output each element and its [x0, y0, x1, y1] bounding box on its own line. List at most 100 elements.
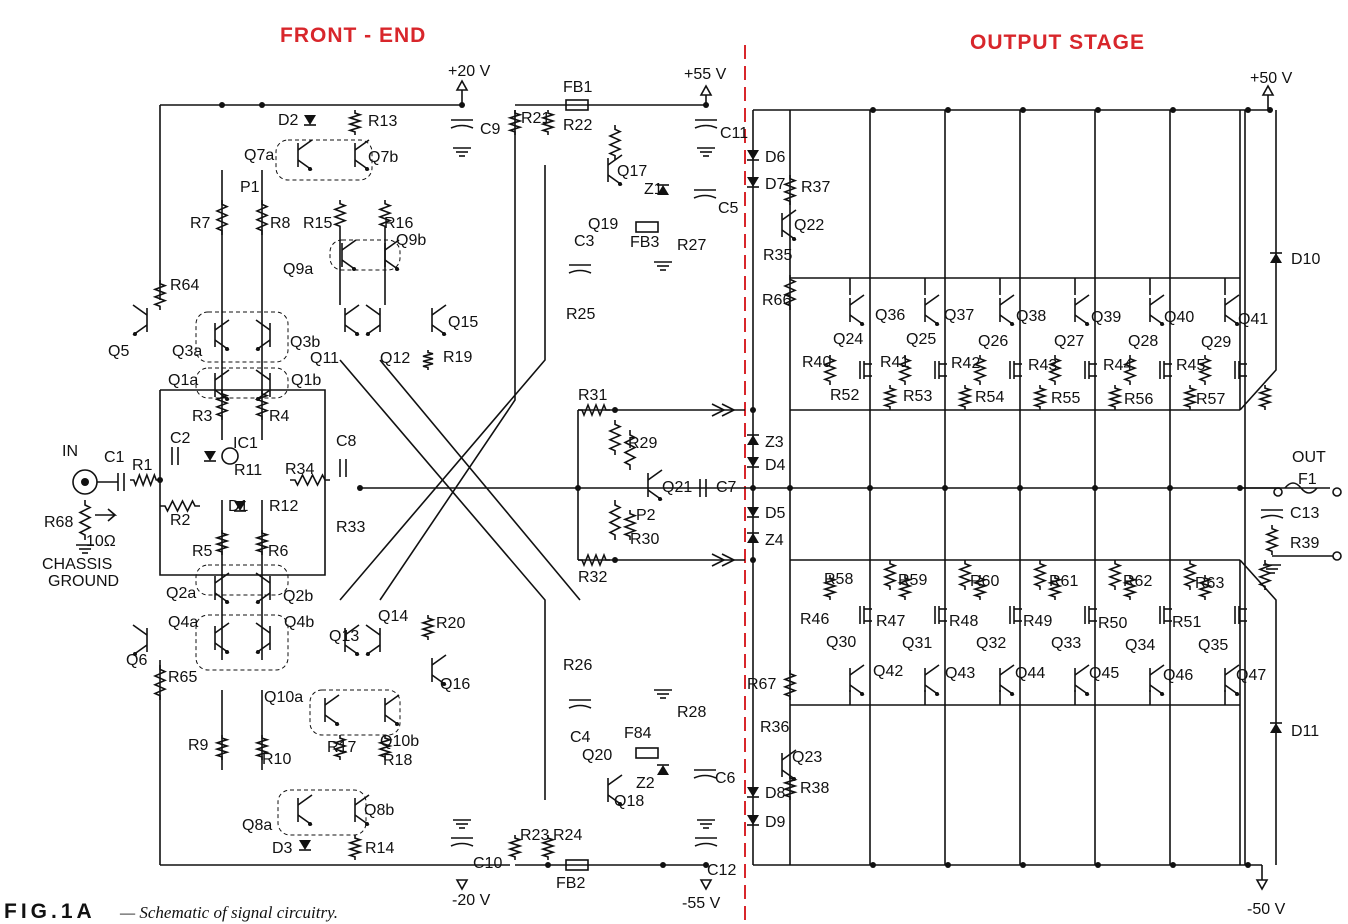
transistor-symbol: [849, 664, 865, 676]
resistor-symbol: [214, 390, 230, 420]
component-label-r53: R53: [903, 388, 932, 405]
transistor-symbol: [792, 237, 796, 241]
component-label-q40: Q40: [1164, 309, 1194, 326]
diode-symbol: [657, 765, 669, 775]
resistor-symbol: [1032, 385, 1048, 410]
transistor-symbol: [1160, 692, 1164, 696]
component-label-r45: R45: [1176, 357, 1205, 374]
component-label-r40: R40: [802, 354, 831, 371]
component-label-r35: R35: [763, 247, 792, 264]
input-jack: [72, 469, 98, 495]
arrow-symbol: [95, 508, 118, 522]
junction-dot: [942, 485, 948, 491]
rail-pos50: +50 V: [1250, 70, 1293, 87]
component-label-r20: R20: [436, 615, 465, 632]
resistor-symbol: [578, 552, 610, 568]
chassis-ground-line2: GROUND: [48, 573, 119, 590]
component-label-r49: R49: [1023, 613, 1052, 630]
transistor-symbol: [1235, 322, 1239, 326]
transistor-symbol: [442, 682, 446, 686]
output-terminal: [1332, 551, 1342, 561]
matched-pair-outline: [195, 564, 289, 596]
component-label-r28: R28: [677, 704, 706, 721]
transistor-symbol: [341, 239, 357, 251]
component-label-r46: R46: [800, 611, 829, 628]
junction-dot: [870, 862, 876, 868]
component-label-q36: Q36: [875, 307, 905, 324]
component-label-c12: C12: [707, 862, 736, 879]
resistor-symbol: [255, 200, 269, 235]
transistor-symbol: [431, 654, 447, 666]
component-label-q17: Q17: [617, 163, 647, 180]
component-label-r61: R61: [1049, 573, 1078, 590]
transistor-symbol: [256, 600, 260, 604]
component-label-c6: C6: [715, 770, 736, 787]
resistor-symbol: [972, 575, 988, 600]
transistor-symbol: [132, 304, 148, 316]
wire: [1239, 559, 1277, 865]
resistor-symbol: [540, 110, 556, 135]
junction-dot: [612, 557, 618, 563]
component-label-c1: C1: [104, 449, 125, 466]
component-label-r30: R30: [630, 531, 659, 548]
junction-dot: [660, 862, 666, 868]
junction-dot: [459, 102, 465, 108]
junction-dot: [1095, 862, 1101, 868]
resistor-symbol: [957, 560, 973, 590]
transistor-symbol: [355, 652, 359, 656]
transistor-symbol: [658, 497, 662, 501]
component-label-c11: C11: [720, 125, 748, 142]
transistor-symbol: [618, 802, 622, 806]
transistor-symbol: [607, 154, 623, 166]
matched-pair-outline: [195, 367, 289, 399]
transistor-symbol: [999, 664, 1015, 676]
component-label-d10: D10: [1291, 251, 1320, 268]
wiring: [97, 45, 1333, 924]
current-source-symbol: [221, 447, 239, 465]
component-label-r63: R63: [1195, 575, 1224, 592]
transistor-symbol: [255, 369, 271, 381]
resistor-symbol: [897, 355, 913, 385]
junction-dot: [1020, 862, 1026, 868]
component-label-q4a: Q4a: [168, 614, 198, 631]
wire: [339, 165, 546, 601]
component-label-r47: R47: [876, 613, 905, 630]
component-label-q4b: Q4b: [284, 614, 314, 631]
transistor-symbol: [256, 650, 260, 654]
component-label-q14: Q14: [378, 608, 408, 625]
ferrite-bead: [565, 859, 589, 871]
resistor-symbol: [782, 175, 798, 205]
transistor-symbol: [366, 332, 370, 336]
front-end-title: FRONT - END: [280, 24, 426, 47]
resistor-symbol: [1032, 560, 1048, 590]
resistor-symbol: [1197, 575, 1213, 600]
resistor-symbol: [1122, 355, 1138, 385]
resistor-symbol: [1107, 560, 1123, 590]
junction-dot: [219, 102, 225, 108]
figure-number: FIG.1A: [4, 900, 96, 923]
component-label-r22: R22: [563, 117, 592, 134]
transistor-symbol: [214, 622, 230, 634]
component-label-c9: C9: [480, 121, 501, 138]
component-label-r67: R67: [747, 676, 776, 693]
transistor-symbol: [647, 469, 663, 481]
diode-symbol: [234, 501, 246, 511]
rail-pos20: +20 V: [448, 63, 491, 80]
transistor-symbol: [256, 347, 260, 351]
component-label-q28: Q28: [1128, 333, 1158, 350]
resistor-symbol: [152, 280, 168, 310]
component-label-q31: Q31: [902, 635, 932, 652]
resistor-symbol: [377, 735, 393, 760]
resistor-symbol: [130, 472, 160, 488]
resistor-symbol: [254, 735, 270, 760]
component-label-q29: Q29: [1201, 334, 1231, 351]
capacitor-symbol: [694, 124, 718, 129]
component-label-r14: R14: [365, 840, 394, 857]
resistor-symbol: [332, 735, 348, 760]
rail-arrow-neg55: [699, 879, 713, 891]
component-label-q38: Q38: [1016, 308, 1046, 325]
r68-value: 10Ω: [86, 533, 116, 550]
wire: [159, 389, 326, 576]
resistor-symbol: [783, 275, 797, 310]
component-label-r58: R58: [824, 571, 853, 588]
